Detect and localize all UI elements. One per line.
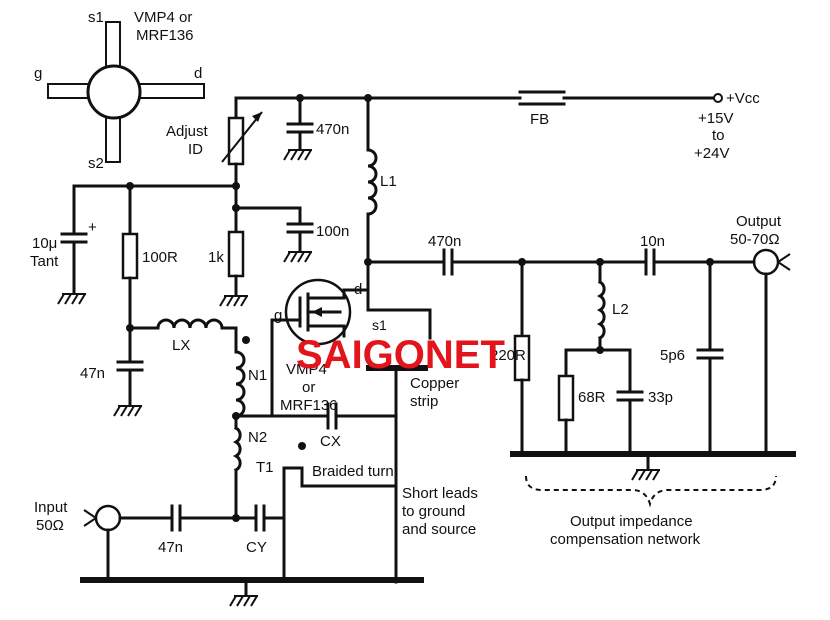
c-470n-output-label: 470n — [428, 233, 461, 250]
inductor-l2: L2 — [564, 260, 632, 394]
input-line2: 50Ω — [36, 517, 64, 534]
adjust-label-line2: ID — [188, 141, 203, 158]
capacitor-47n-gate: 47n — [80, 326, 144, 417]
pinout-device-line2: MRF136 — [136, 27, 194, 44]
r-1k-label: 1k — [208, 249, 224, 266]
cy-label: CY — [246, 539, 267, 556]
braided-label: Braided turn — [312, 463, 394, 480]
output-line1: Output — [736, 213, 782, 230]
supply-rail — [234, 93, 723, 192]
c-10u-line2: Tant — [30, 253, 59, 270]
braided-turn: Braided turn — [282, 463, 398, 520]
fet-s1-label: s1 — [372, 317, 387, 333]
fb-label: FB — [530, 111, 549, 128]
copper-line2: strip — [410, 393, 438, 410]
inductor-l1: L1 — [366, 96, 397, 292]
n1-label: N1 — [248, 367, 267, 384]
output-ground-bus — [510, 451, 796, 481]
r-100r-label: 100R — [142, 249, 178, 266]
watermark-logo: SAIGONET — [296, 333, 505, 377]
l2-label: L2 — [612, 301, 629, 318]
input-line1: Input — [34, 499, 68, 516]
input-ground-bus — [80, 577, 424, 607]
comp-line2: compensation network — [550, 531, 701, 548]
pinout-s1-label: s1 — [88, 9, 104, 26]
c-10u-line1: 10μ — [32, 235, 57, 252]
copper-strip: Copper strip — [366, 365, 459, 584]
adjust-id-resistor: Adjust ID — [166, 111, 263, 166]
output-connector: Output 50-70Ω — [730, 213, 791, 456]
fet-g-label: g — [274, 307, 282, 324]
capacitor-5p6: 5p6 — [660, 260, 724, 456]
capacitor-470n-supply: 470n — [283, 96, 349, 161]
pinout-g-label: g — [34, 65, 42, 82]
short-leads-line1: Short leads — [402, 485, 478, 502]
short-leads-line2: to ground — [402, 503, 465, 520]
compensation-bracket: Output impedance compensation network — [525, 475, 777, 548]
pinout-s2-label: s2 — [88, 155, 104, 172]
mosfet-vmp4: d g s1 VMP4 or MRF136 — [270, 258, 432, 414]
comp-line1: Output impedance — [570, 513, 693, 530]
vcc-range-1: +15V — [698, 110, 733, 127]
capacitor-10u-tant: + 10μ Tant — [30, 219, 97, 305]
c-10n-label: 10n — [640, 233, 665, 250]
vcc-range-3: +24V — [694, 145, 729, 162]
fet-name-line1: VMP4 — [286, 361, 327, 378]
input-connector: Input 50Ω — [34, 499, 122, 582]
pinout-device-line1: VMP4 or — [134, 9, 192, 26]
resistor-1k: 1k — [208, 230, 249, 307]
capacitor-cx: CX — [234, 318, 398, 450]
inductor-lx: LX — [126, 318, 238, 354]
n2-label: N2 — [248, 429, 267, 446]
vcc-range-2: to — [712, 127, 725, 144]
pinout-diagram: s1 s2 g d VMP4 or MRF136 — [34, 9, 205, 172]
c-47n-gate-label: 47n — [80, 365, 105, 382]
r-68r-label: 68R — [578, 389, 606, 406]
c-33p-label: 33p — [648, 389, 673, 406]
short-leads-line3: and source — [402, 521, 476, 538]
pinout-d-label: d — [194, 65, 202, 82]
c-10u-plus: + — [88, 219, 97, 236]
c-5p6-label: 5p6 — [660, 347, 685, 364]
r-220r-label: 220R — [490, 347, 526, 364]
resistor-220r: 220R — [490, 260, 531, 456]
c-100n-label: 100n — [316, 223, 349, 240]
lx-label: LX — [172, 337, 190, 354]
t1-label: T1 — [256, 459, 274, 476]
capacitor-cy: CY — [234, 504, 286, 582]
c-470n-supply-label: 470n — [316, 121, 349, 138]
output-line: 470n 10n — [366, 233, 756, 276]
resistor-100r: 100R — [121, 232, 178, 330]
output-line2: 50-70Ω — [730, 231, 780, 248]
l1-label: L1 — [380, 173, 397, 190]
c-47n-input-label: 47n — [158, 539, 183, 556]
resistor-68r: 68R — [557, 374, 606, 456]
capacitor-47n-input: 47n — [118, 504, 238, 556]
fet-name-line2: or — [302, 379, 315, 396]
cx-label: CX — [320, 433, 341, 450]
adjust-label-line1: Adjust — [166, 123, 209, 140]
vcc-label: +Vcc — [726, 90, 760, 107]
fet-d-label: d — [354, 281, 362, 298]
capacitor-100n: 100n — [283, 222, 349, 263]
ferrite-bead-fb: FB — [518, 90, 566, 128]
bias-network-wiring — [72, 162, 302, 236]
capacitor-33p: 33p — [616, 389, 673, 456]
copper-line1: Copper — [410, 375, 459, 392]
fet-name-line3: MRF136 — [280, 397, 338, 414]
